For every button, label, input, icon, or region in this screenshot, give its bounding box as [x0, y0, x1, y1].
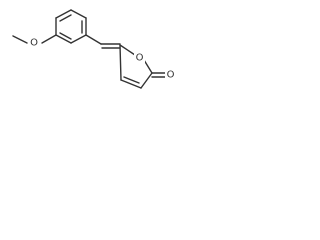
- bond-ring-c3-c4: [120, 79, 142, 89]
- methoxy-oxygen-bg: [29, 37, 39, 49]
- bond-ring-c4-c5: [119, 44, 122, 81]
- methoxy-oxygen-label: O: [30, 38, 38, 49]
- bond-ring-c2-c3: [140, 72, 153, 89]
- bond-benzene-6: [55, 34, 72, 44]
- molecule-structure: O O O: [12, 9, 176, 89]
- bond-benzene-2: [55, 9, 72, 19]
- bond-ring-c5-o1: [119, 44, 136, 56]
- carbonyl-oxygen-bg: [165, 69, 176, 81]
- ring-oxygen-label: O: [136, 53, 144, 64]
- bond-ring-c3-c4-inner: [123, 76, 140, 84]
- bond-benzene-3: [70, 9, 87, 19]
- bond-benzene-5: [70, 34, 87, 44]
- bond-benzene-inner-1: [59, 14, 72, 22]
- bond-aryl-vinyl: [85, 34, 102, 45]
- atom-label-layer: O O O: [29, 37, 176, 81]
- bond-methyl-oxygen: [12, 35, 28, 44]
- ring-oxygen-bg: [134, 52, 145, 64]
- bond-layer: [12, 9, 166, 89]
- bond-oxygen-aryl: [41, 34, 57, 44]
- bond-benzene-inner-3: [59, 32, 72, 40]
- carbonyl-oxygen-label: O: [167, 70, 175, 81]
- bond-ring-o1-c2: [143, 59, 153, 74]
